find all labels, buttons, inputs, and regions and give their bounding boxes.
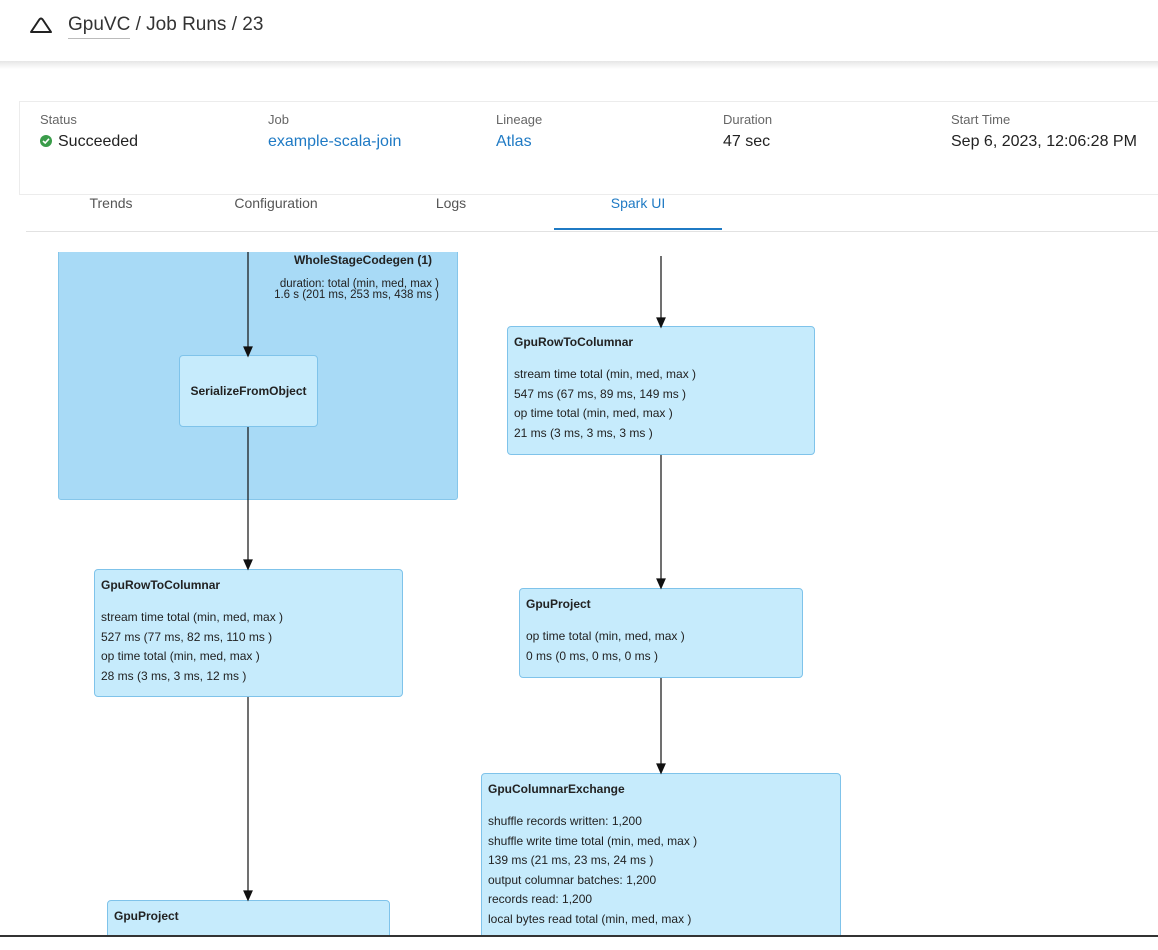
breadcrumb-separator: / xyxy=(226,14,243,35)
gpu-project-node-right[interactable]: GpuProject op time total (min, med, max … xyxy=(519,588,803,678)
status-field: Status Succeeded xyxy=(40,112,138,151)
run-summary-card: Status Succeeded Job example-scala-join … xyxy=(19,101,1158,195)
node-metric: op time total (min, med, max ) xyxy=(526,629,685,643)
tab-logs[interactable]: Logs xyxy=(435,195,467,211)
cluster-duration-header: duration: total (min, med, max ) xyxy=(279,278,439,290)
node-title: SerializeFromObject xyxy=(190,384,307,398)
success-check-icon xyxy=(40,135,52,147)
node-metric: op time total (min, med, max ) xyxy=(514,406,673,420)
status-label: Status xyxy=(40,112,77,127)
header-shadow xyxy=(0,61,1158,69)
breadcrumb-run-id: 23 xyxy=(242,14,264,35)
gpu-row-to-columnar-node-right[interactable]: GpuRowToColumnar stream time total (min,… xyxy=(507,326,815,455)
node-title: GpuColumnarExchange xyxy=(488,782,625,796)
breadcrumb-separator: / xyxy=(130,14,147,35)
breadcrumb: GpuVC / Job Runs / 23 xyxy=(68,14,264,39)
node-metric: 527 ms (77 ms, 82 ms, 110 ms ) xyxy=(101,629,273,644)
dag-edges xyxy=(243,252,666,902)
duration-field: Duration 47 sec xyxy=(723,112,772,151)
edge-arrowhead xyxy=(243,346,253,358)
node-title: GpuProject xyxy=(526,597,591,611)
run-tabs: Trends Configuration Logs Spark UI xyxy=(26,183,1158,232)
breadcrumb-cluster-link[interactable]: GpuVC xyxy=(68,14,131,39)
node-metric: shuffle records written: 1,200 xyxy=(488,814,642,828)
node-metric: 28 ms (3 ms, 3 ms, 12 ms ) xyxy=(101,668,247,683)
node-metric: local bytes read total (min, med, max ) xyxy=(488,911,692,926)
tab-spark-ui[interactable]: Spark UI xyxy=(610,195,666,211)
job-link[interactable]: example-scala-join xyxy=(268,133,402,150)
gpu-project-node-left[interactable]: GpuProject xyxy=(107,900,390,936)
cluster-title: WholeStageCodegen (1) xyxy=(293,253,432,267)
node-metric: shuffle write time total (min, med, max … xyxy=(488,833,698,848)
active-tab-indicator xyxy=(554,228,722,230)
node-title: GpuRowToColumnar xyxy=(101,578,221,592)
window-bottom-edge xyxy=(0,935,1158,950)
cloud-icon xyxy=(30,17,52,33)
node-metric: 547 ms (67 ms, 89 ms, 149 ms ) xyxy=(514,386,687,401)
breadcrumb-job-runs-link[interactable]: Job Runs xyxy=(146,14,227,35)
lineage-link[interactable]: Atlas xyxy=(496,133,532,150)
edge-arrowhead xyxy=(656,578,666,590)
node-metric: 0 ms (0 ms, 0 ms, 0 ms ) xyxy=(526,648,659,663)
edge-arrowhead xyxy=(243,890,253,902)
edge-arrowhead xyxy=(656,317,666,329)
node-metric: op time total (min, med, max ) xyxy=(101,649,260,663)
job-field: Job example-scala-join xyxy=(268,112,401,151)
spark-dag-diagram[interactable]: WholeStageCodegen (1) duration: total (m… xyxy=(26,252,1158,936)
node-metric: stream time total (min, med, max ) xyxy=(101,610,284,624)
node-metric: stream time total (min, med, max ) xyxy=(514,367,697,381)
status-text: Succeeded xyxy=(58,133,139,150)
duration-label: Duration xyxy=(723,112,773,127)
node-metric: output columnar batches: 1,200 xyxy=(488,872,657,887)
lineage-label: Lineage xyxy=(496,112,543,127)
lineage-field: Lineage Atlas xyxy=(496,112,542,151)
node-title: GpuProject xyxy=(114,909,179,923)
tab-configuration[interactable]: Configuration xyxy=(234,195,318,211)
edge-arrowhead xyxy=(243,559,253,571)
duration-value: 47 sec xyxy=(723,133,771,150)
start-time-field: Start Time Sep 6, 2023, 12:06:28 PM xyxy=(951,112,1137,151)
cluster-duration-value: 1.6 s (201 ms, 253 ms, 438 ms ) xyxy=(274,289,439,301)
node-metric: records read: 1,200 xyxy=(488,892,593,906)
top-bar: GpuVC / Job Runs / 23 xyxy=(0,0,1158,62)
edge-arrowhead xyxy=(656,763,666,775)
gpu-row-to-columnar-node-left[interactable]: GpuRowToColumnar stream time total (min,… xyxy=(94,569,403,697)
job-label: Job xyxy=(268,112,289,127)
node-metric: 139 ms (21 ms, 23 ms, 24 ms ) xyxy=(488,853,654,867)
node-metric: 21 ms (3 ms, 3 ms, 3 ms ) xyxy=(514,425,653,440)
node-title: GpuRowToColumnar xyxy=(514,335,634,349)
start-time-label: Start Time xyxy=(951,112,1011,127)
tab-trends[interactable]: Trends xyxy=(89,195,133,211)
cluster-duration-label: duration: total (min, med, max ) 1.6 s (… xyxy=(59,278,439,301)
status-value: Succeeded xyxy=(40,133,138,151)
start-time-value: Sep 6, 2023, 12:06:28 PM xyxy=(951,133,1137,150)
